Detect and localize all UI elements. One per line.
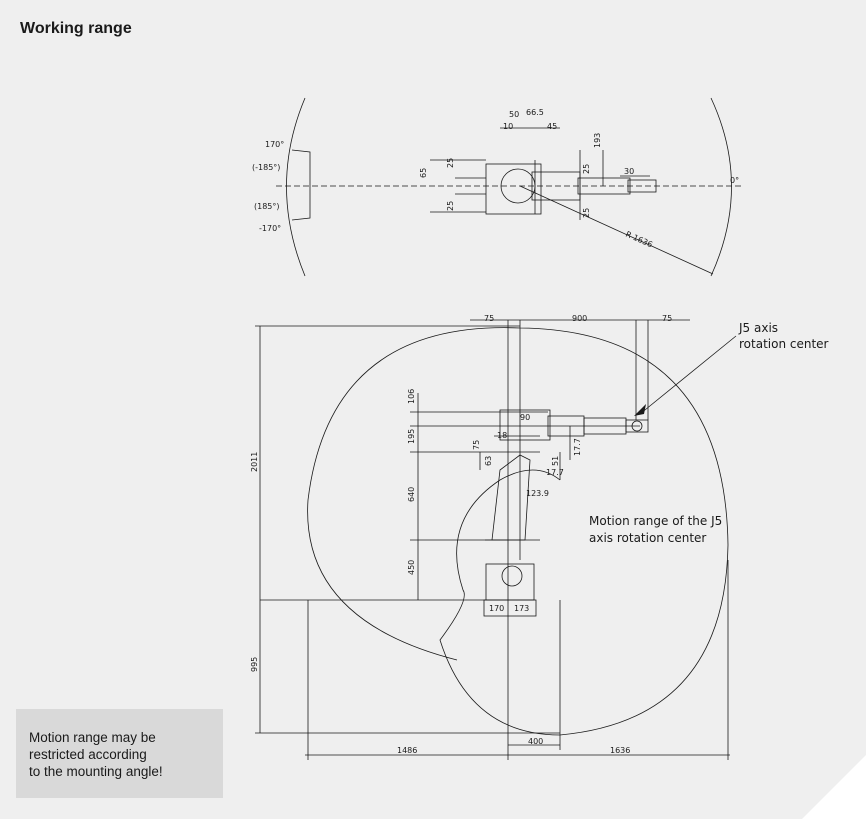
dim-label: 17.7 [546,468,564,477]
dim-label: 65 [419,168,428,178]
mounting-angle-note: Motion range may be restricted according… [16,709,223,798]
note-line: Motion range may be [29,730,156,745]
angle-label: 170° [265,140,284,149]
dim-label: 75 [472,440,481,450]
dim-label: 25 [446,158,455,168]
dim-label: 106 [407,389,416,404]
j5-arrow-icon [634,404,646,416]
dim-label: R 1636 [624,230,654,250]
dim-label: 1636 [610,746,630,755]
dim-label: 2011 [250,452,259,472]
page-corner-decoration [802,755,866,819]
note-line: restricted according [29,747,147,762]
dim-label: 66.5 [526,108,544,117]
dim-label: 51 [551,456,560,466]
dim-label: 25 [582,164,591,174]
dim-label: 450 [407,560,416,575]
dim-label: 50 [509,110,519,119]
angle-label: (185°) [254,202,280,211]
dim-label: 173 [514,604,529,613]
dim-label: 75 [662,314,672,323]
page-title: Working range [20,20,132,37]
dim-label: 995 [250,657,259,672]
dim-label: 63 [484,456,493,466]
dim-label: 400 [528,737,543,746]
dim-label: 25 [446,201,455,211]
dim-label: 1486 [397,746,417,755]
angle-label: -170° [259,224,281,233]
dim-label: 900 [572,314,587,323]
dim-label: 123.9 [526,489,549,498]
j5-callout-label: J5 axis [738,321,778,335]
dim-label: 30 [624,167,634,176]
angle-label: (-185°) [252,163,280,172]
dim-label: 193 [593,133,602,148]
angle-label: 0° [730,176,739,185]
dim-label: 195 [407,429,416,444]
dim-label: 640 [407,487,416,502]
dim-label: 18 [497,431,507,440]
side-view-outline [255,319,737,760]
top-view-outline [276,97,742,277]
motion-range-label: axis rotation center [589,531,706,545]
dim-label: 75 [484,314,494,323]
dim-label: 10 [503,122,513,131]
dim-label: 25 [582,208,591,218]
j5-callout-label: rotation center [739,337,829,351]
dim-label: 90 [520,413,530,422]
dim-label: 170 [489,604,504,613]
note-line: to the mounting angle! [29,764,163,779]
dim-label: 45 [547,122,557,131]
motion-range-label: Motion range of the J5 [589,514,722,528]
dim-label: 17.7 [573,438,582,456]
